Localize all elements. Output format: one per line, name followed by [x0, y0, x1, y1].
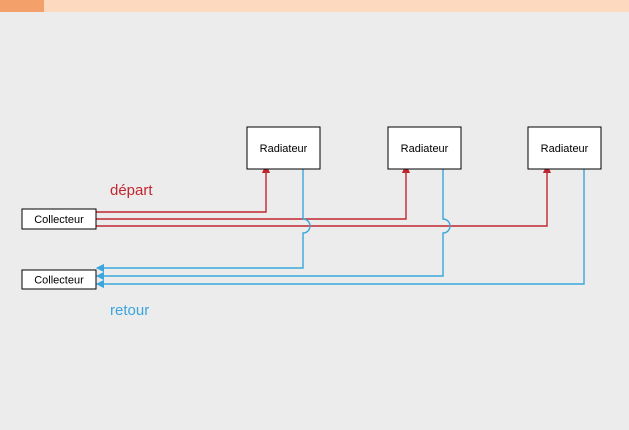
radiator-2: Radiateur [387, 126, 462, 170]
depart-label: départ [110, 182, 153, 199]
supply-collector-label: Collecteur [34, 214, 84, 226]
radiator-3: Radiateur [527, 126, 602, 170]
radiator-3-label: Radiateur [541, 143, 589, 155]
retour-pipe-2 [95, 169, 451, 281]
top-header-bar [0, 0, 629, 12]
depart-pipe-2 [96, 164, 411, 220]
radiator-1: Radiateur [246, 126, 321, 170]
return-collector-label: Collecteur [34, 275, 84, 287]
depart-pipe-1 [96, 164, 271, 213]
depart-pipes [96, 164, 552, 227]
header-accent [0, 0, 44, 12]
retour-pipe-1 [95, 169, 311, 273]
retour-pipes [95, 169, 585, 289]
radiator-2-label: Radiateur [401, 143, 449, 155]
supply-collector: Collecteur [21, 208, 97, 230]
retour-label: retour [110, 302, 149, 319]
radiator-1-label: Radiateur [260, 143, 308, 155]
return-collector: Collecteur [21, 269, 97, 290]
depart-pipe-3 [96, 164, 552, 227]
retour-pipe-3 [95, 169, 585, 289]
